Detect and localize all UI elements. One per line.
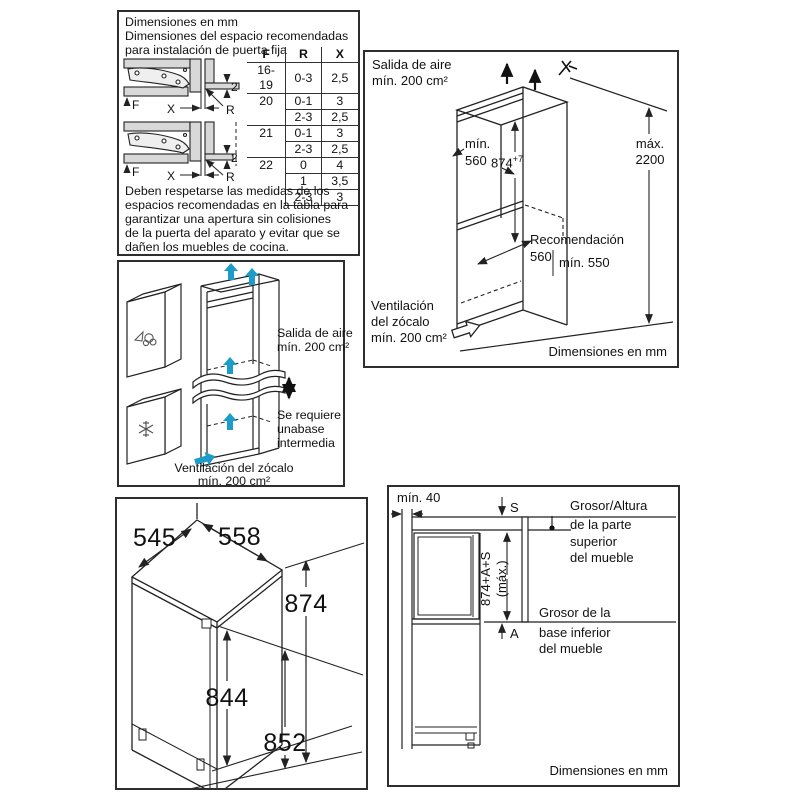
table-header-row: F R X xyxy=(247,47,358,63)
reference-dot xyxy=(549,525,555,531)
panel-title: Dimensiones en mm xyxy=(125,15,238,29)
top-note-2: de la parte xyxy=(570,517,632,532)
floor-line xyxy=(459,321,674,352)
recommendation-value: 560 xyxy=(530,249,552,264)
base-required-label-2: unabase xyxy=(277,422,325,436)
air-outlet-label: Salida de aire xyxy=(277,326,353,340)
hinge-clearance-panel: Dimensiones en mm Dimensiones del espaci… xyxy=(117,10,360,256)
r-dim-label: R xyxy=(226,103,235,117)
furniture-door-bar xyxy=(521,516,529,623)
reveal-2-label: 2 xyxy=(231,151,238,165)
snowflake-icon xyxy=(138,421,154,437)
plinth-vent-label-2: del zócalo xyxy=(371,314,430,329)
col-header-x: X xyxy=(320,47,358,63)
appliance-drawing xyxy=(130,503,365,788)
no-obstruction-icon xyxy=(558,60,578,76)
stacking-drawing xyxy=(126,263,297,467)
niche-height-value: 852 xyxy=(263,729,307,757)
max-height-label: máx. xyxy=(635,136,665,151)
air-outlet-value: mín. 200 cm² xyxy=(372,73,448,88)
plinth-airflow-arrow xyxy=(194,451,216,466)
niche-height-value: 874+7 xyxy=(491,154,523,171)
note-line: espacios recomendadas en la tabla para xyxy=(125,198,349,212)
reveal-2-label: 2 xyxy=(231,80,238,94)
intermediate-base-slab xyxy=(192,369,286,405)
bottom-note-2: base inferior xyxy=(539,625,611,640)
depth-value: 545 xyxy=(133,524,177,552)
r-dim-label: R xyxy=(226,170,235,184)
hinge-detail-diagram-2: F X R 2 xyxy=(123,121,238,184)
furniture-section-panel: mín. 40 S A 874+A+S (máx.) Grosor/Altura… xyxy=(387,485,680,787)
bottom-note-1: Grosor de la xyxy=(539,605,611,620)
panel-subtitle-2: para instalación de puerta fija xyxy=(125,43,287,57)
appliance-dimensions-panel: 545 558 874 844 852 xyxy=(115,497,368,790)
recommendation-depth-arrow xyxy=(477,240,532,265)
width-dimension-arrow xyxy=(202,523,268,562)
niche-drawing xyxy=(450,60,674,352)
niche-depth-dimension xyxy=(452,147,515,175)
top-note-4: del mueble xyxy=(570,550,634,565)
base-required-label-1: Se requiere xyxy=(277,408,342,422)
f-dim-label: F xyxy=(132,165,139,179)
panel-subtitle-1: Dimensiones del espacio recomendadas xyxy=(125,29,349,43)
air-outlet-label: Salida de aire xyxy=(372,57,452,72)
recommendation-label: Recomendación xyxy=(530,232,624,247)
width-value: 558 xyxy=(218,523,262,551)
hinge-arm xyxy=(127,132,190,154)
s-label: S xyxy=(510,500,519,515)
plinth-vent-label-2: mín. 200 cm² xyxy=(197,474,271,488)
x-dim-label: X xyxy=(167,102,175,116)
note-line: de la puerta del aparato y evitar que se xyxy=(125,226,340,240)
wall-gap-label: mín. 40 xyxy=(397,490,441,505)
fresh-food-icon xyxy=(133,330,157,347)
dimensions-note: Dimensiones en mm xyxy=(549,763,669,779)
f-dim-label: F xyxy=(132,98,139,112)
plinth-vent-label-3: mín. 200 cm² xyxy=(371,330,447,345)
plinth-vent-label-1: Ventilación xyxy=(371,298,434,313)
plinth-vent-label-1: Ventilación del zócalo xyxy=(174,461,294,475)
airflow-up-arrows xyxy=(500,62,542,90)
base-required-label-3: intermedia xyxy=(277,436,335,450)
formula-label: 874+A+S (máx.) xyxy=(478,551,509,606)
airflow-blue-arrows xyxy=(194,263,259,466)
top-note-1: Grosor/Altura xyxy=(570,498,648,513)
bottom-note-3: del mueble xyxy=(539,641,603,656)
a-label: A xyxy=(510,626,519,641)
top-note-3: superior xyxy=(570,534,617,549)
dimensions-note: Dimensiones en mm xyxy=(548,344,668,360)
min-depth-label: mín. 550 xyxy=(559,255,610,270)
niche-depth-min-value: 560 xyxy=(465,153,487,168)
note-line: Deben respetarse las medidas de los xyxy=(125,184,330,198)
hinge-detail-diagram-1: F X R 2 xyxy=(123,58,240,117)
col-header-r: R xyxy=(285,47,322,63)
intermediate-base-panel: Salida de aire mín. 200 cm² Se requiere … xyxy=(117,260,353,488)
max-height-value: 2200 xyxy=(635,152,665,167)
x-dim-label: X xyxy=(167,169,175,183)
note-line: garantizar una apertura sin colisiones xyxy=(125,212,331,226)
section-drawing xyxy=(391,497,676,749)
total-height-value: 874 xyxy=(284,590,328,618)
plinth-airflow-arrow xyxy=(450,320,481,339)
door-height-value: 844 xyxy=(205,684,249,712)
niche-dimensions-panel: Salida de aire mín. 200 cm² mín. 560 874… xyxy=(363,50,679,368)
ceiling-line xyxy=(569,77,668,112)
door-handle xyxy=(201,618,212,629)
col-header-f: F xyxy=(247,47,286,63)
note-line: dañen los muebles de cocina. xyxy=(125,240,289,254)
air-outlet-value: mín. 200 cm² xyxy=(277,340,350,354)
depth-dimension-arrow xyxy=(138,528,192,568)
niche-depth-min-label: mín. xyxy=(465,136,491,151)
hinge-arm xyxy=(127,67,190,89)
